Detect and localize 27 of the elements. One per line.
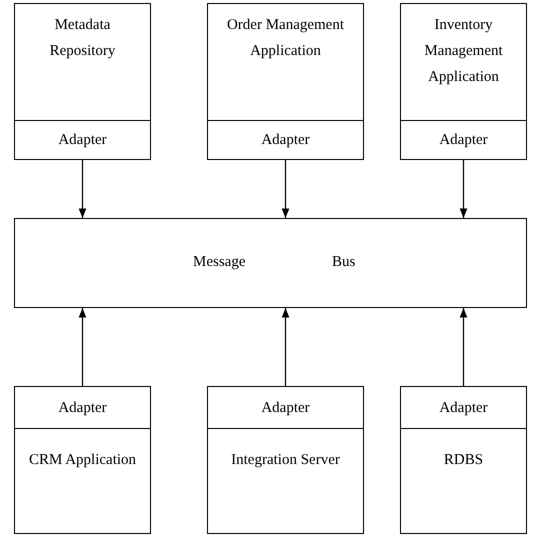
adapter-label: Adapter bbox=[438, 131, 489, 150]
arrow bbox=[78, 160, 86, 218]
arrow bbox=[460, 160, 468, 218]
arrow bbox=[282, 160, 290, 218]
component-box bbox=[207, 3, 364, 160]
bus-label: Bus bbox=[332, 253, 356, 272]
component-label: CRM Application bbox=[28, 451, 138, 470]
component-label: Inventory Management Application bbox=[423, 16, 504, 87]
component-box bbox=[400, 386, 527, 534]
adapter-label: Adapter bbox=[57, 398, 108, 418]
component-label: Order Management Application bbox=[226, 16, 346, 61]
component-box bbox=[14, 3, 151, 160]
bus-label: Message bbox=[193, 253, 246, 272]
adapter-label: Adapter bbox=[260, 131, 311, 150]
adapter-label: Adapter bbox=[57, 131, 108, 150]
adapter-label: Adapter bbox=[438, 398, 489, 418]
component-box bbox=[400, 3, 527, 160]
component-box bbox=[207, 386, 364, 534]
arrow bbox=[282, 308, 290, 387]
component-label: RDBS bbox=[442, 451, 484, 470]
component-label: Metadata Repository bbox=[48, 16, 116, 61]
component-label: Integration Server bbox=[230, 451, 341, 470]
bus-box bbox=[14, 218, 527, 308]
arrow bbox=[78, 308, 86, 387]
component-box bbox=[14, 386, 151, 534]
adapter-label: Adapter bbox=[260, 398, 311, 418]
arrow bbox=[460, 308, 468, 387]
